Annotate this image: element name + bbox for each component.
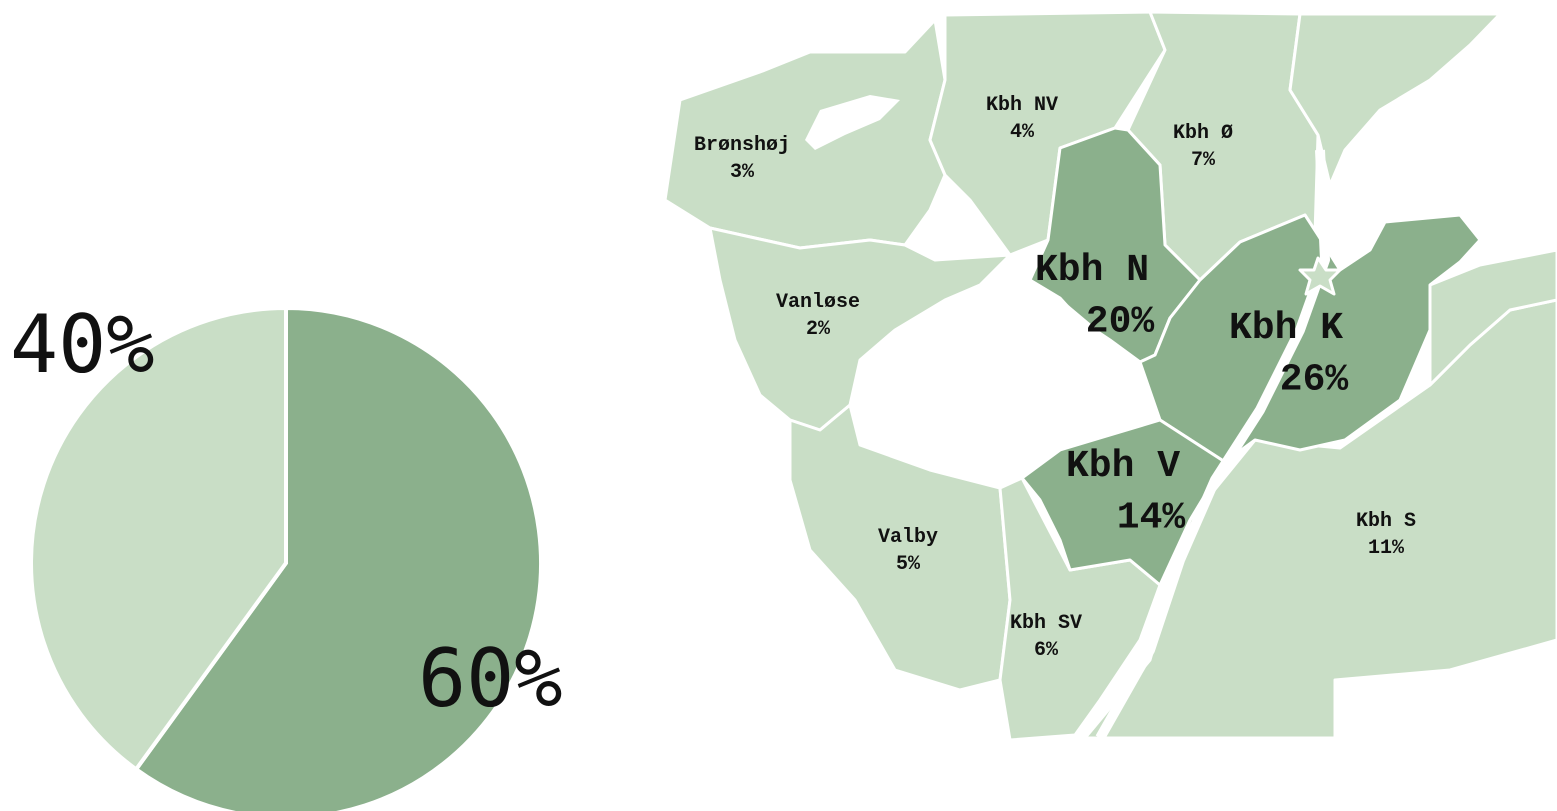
district-pct-kbh-k: 26% — [1280, 358, 1349, 401]
pie-label-dark: 60% — [418, 632, 563, 725]
pie-slice-light — [29, 305, 288, 773]
district-name-valby: Valby — [878, 526, 938, 549]
district-pct-bronshoj: 3% — [730, 161, 755, 184]
district-kbh-sv — [998, 476, 1162, 742]
district-name-vanlose: Vanløse — [776, 291, 860, 314]
district-name-kbh-v: Kbh V — [1066, 445, 1180, 488]
district-name-kbh-nv: Kbh NV — [986, 94, 1058, 117]
district-name-kbh-k: Kbh K — [1229, 307, 1343, 350]
district-kbh-o-harbour — [1288, 12, 1502, 187]
pie-chart: 60% 40% — [10, 298, 563, 811]
district-pct-vanlose: 2% — [806, 318, 831, 341]
district-name-bronshoj: Brønshøj — [694, 134, 790, 157]
district-pct-kbh-s: 11% — [1368, 537, 1405, 560]
district-pct-kbh-sv: 6% — [1034, 639, 1059, 662]
district-name-kbh-o: Kbh Ø — [1173, 122, 1233, 145]
the-lakes — [850, 255, 1160, 488]
lake-utterslev — [805, 95, 900, 150]
district-pct-kbh-n: 20% — [1086, 300, 1155, 343]
district-name-kbh-sv: Kbh SV — [1010, 612, 1082, 635]
pie-slice-dark — [133, 305, 543, 811]
star-fortress — [1298, 256, 1342, 296]
district-name-kbh-s: Kbh S — [1356, 510, 1416, 533]
copenhagen-district-map: Brønshøj 3% Kbh NV 4% Kbh Ø 7% Vanløse 2% Kbh N 2… — [663, 10, 1557, 742]
pie-label-light: 40% — [10, 298, 155, 391]
district-amager-east — [1428, 248, 1557, 387]
district-name-kbh-n: Kbh N — [1035, 249, 1149, 292]
district-pct-kbh-nv: 4% — [1010, 121, 1035, 144]
district-pct-valby: 5% — [896, 553, 921, 576]
district-pct-kbh-v: 14% — [1117, 496, 1186, 539]
district-pct-kbh-o: 7% — [1191, 149, 1216, 172]
